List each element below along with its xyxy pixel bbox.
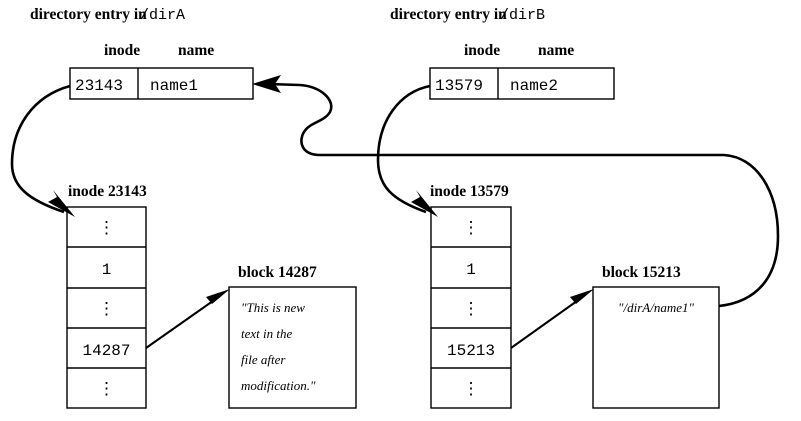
- arrowhead-dirA-name: [252, 75, 281, 93]
- connector-blockB-to-dirA-name: [252, 75, 780, 308]
- inodeA-row-4: ⋮: [98, 381, 115, 400]
- dirB-name-value: name2: [510, 77, 558, 95]
- blockB-group: block 15213 "/dirA/name1": [592, 264, 720, 409]
- blockA-line-2: file after: [241, 352, 286, 367]
- blockA-box[interactable]: [228, 286, 357, 409]
- dirB-entry-box[interactable]: [429, 67, 615, 100]
- inodeA-row-1: 1: [102, 261, 112, 279]
- inodeA-row-0: ⋮: [98, 220, 115, 239]
- arrowhead-inodeA: [48, 190, 75, 217]
- connector-inodeA-to-blockA: [145, 289, 230, 349]
- dirA-col-name-header: name: [178, 42, 214, 59]
- arrowhead-blockA: [206, 289, 230, 304]
- connector-inodeB-to-blockB: [510, 289, 594, 349]
- inodeB-row-4: ⋮: [463, 381, 480, 400]
- blockA-label: block 14287: [238, 264, 317, 281]
- dirA-name-value: name1: [150, 77, 198, 95]
- dirA-title-path: /dirA: [140, 7, 185, 24]
- blockB-line-0: "/dirA/name1": [618, 300, 694, 315]
- dirB-title-prefix: directory entry in: [390, 6, 507, 23]
- inodeB-row-1: 1: [466, 261, 476, 279]
- inodeB-table[interactable]: [430, 206, 512, 409]
- blockA-line-1: text in the: [241, 326, 292, 341]
- dirB-col-inode-header: inode: [464, 42, 500, 59]
- dirB-group: directory entry in /dirB inode name 1357…: [390, 6, 615, 100]
- inodeB-label: inode 13579: [430, 183, 509, 200]
- inodeB-row-0: ⋮: [463, 220, 480, 239]
- blockA-line-3: modification.": [241, 378, 316, 393]
- blockA-group: block 14287 "This is new text in the fil…: [228, 264, 357, 409]
- connector-dirA-to-inodeA: [10, 84, 75, 217]
- dirA-col-inode-header: inode: [104, 42, 140, 59]
- dirA-inode-value: 23143: [75, 77, 123, 95]
- inodeA-row-3: 14287: [82, 342, 130, 360]
- inodeA-table[interactable]: [66, 206, 147, 409]
- connector-dirB-to-inodeB: [376, 84, 438, 217]
- arrowhead-inodeB: [411, 190, 438, 217]
- inodeA-label: inode 23143: [68, 183, 147, 200]
- blockB-box[interactable]: [592, 286, 720, 409]
- dirB-inode-value: 13579: [435, 77, 483, 95]
- dirB-title-path: /dirB: [500, 7, 545, 24]
- inodeB-row-2: ⋮: [463, 301, 480, 320]
- dirA-entry-box[interactable]: [69, 67, 254, 100]
- blockB-label: block 15213: [602, 264, 681, 281]
- blockA-line-0: "This is new: [241, 300, 305, 315]
- dirB-col-name-header: name: [538, 42, 574, 59]
- dirA-title-prefix: directory entry in: [30, 6, 147, 23]
- inodeB-group: inode 13579 ⋮ 1 ⋮ 15213 ⋮: [430, 183, 512, 409]
- inodeA-group: inode 23143 ⋮ 1 ⋮ 14287 ⋮: [66, 183, 147, 409]
- inodeB-row-3: 15213: [447, 342, 495, 360]
- arrowhead-blockB: [570, 289, 594, 304]
- inodeA-row-2: ⋮: [98, 301, 115, 320]
- dirA-group: directory entry in /dirA inode name 2314…: [30, 6, 254, 100]
